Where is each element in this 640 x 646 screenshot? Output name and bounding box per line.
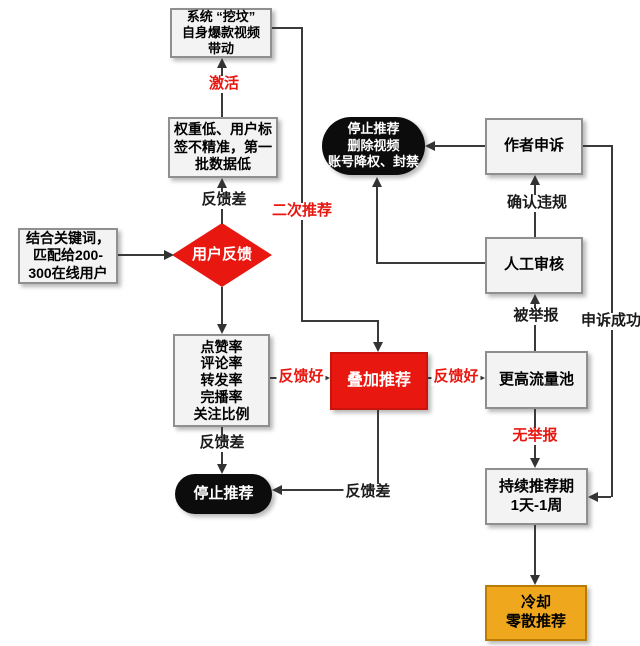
arrowhead: [272, 485, 282, 495]
edge-match-to-feedback: [118, 254, 166, 256]
node-line: 300在线用户: [28, 264, 108, 281]
node-line: 人工审核: [503, 256, 564, 274]
edge-appeal-to-sustain: [583, 145, 611, 147]
node-line: 零散推荐: [505, 613, 566, 630]
node-higher-pool: 更高流量池: [485, 351, 588, 409]
edge-label-no-report: 无举报: [510, 427, 560, 445]
node-manual-review: 人工审核: [485, 237, 583, 294]
arrowhead: [373, 342, 383, 352]
node-stack-recommend: 叠加推荐: [330, 352, 428, 410]
node-line: 删除视频: [347, 137, 400, 153]
edge-label-appeal-success: 申诉成功: [578, 312, 640, 330]
node-low-weight: 权重低、用户标 签不精准，第一 批数据低: [168, 117, 278, 178]
arrowhead: [217, 324, 227, 334]
arrowhead: [425, 141, 435, 151]
edge-system-to-stack: [301, 27, 303, 321]
node-line: 结合关键词，: [26, 229, 110, 246]
node-stop-small: 停止推荐: [175, 474, 272, 514]
node-line: 批数据低: [195, 156, 251, 173]
arrowhead: [530, 175, 540, 185]
node-sustain-period: 持续推荐期 1天-1周: [485, 468, 588, 525]
node-line: 评论率: [200, 355, 243, 372]
node-cooldown: 冷却 零散推荐: [485, 585, 587, 641]
node-line: 叠加推荐: [346, 372, 411, 389]
edge-stack-to-stop: [377, 410, 379, 490]
edge-system-to-stack: [272, 27, 302, 29]
edge-appeal-to-punish: [435, 145, 485, 147]
edge-label-activate: 激活: [206, 75, 242, 93]
node-line: 点赞率: [200, 338, 243, 355]
node-line: 更高流量池: [498, 370, 574, 388]
edge-lowweight-to-system: [221, 68, 223, 117]
edge-appeal-to-sustain: [598, 496, 611, 498]
arrowhead: [217, 464, 227, 474]
node-stop-punish: 停止推荐 删除视频 账号降权、封禁: [322, 117, 425, 175]
node-line: 转发率: [200, 372, 243, 389]
node-line: 作者申诉: [503, 137, 564, 155]
edge-pool-to-review: [534, 304, 536, 351]
edge-stack-to-stop: [282, 489, 378, 491]
node-line: 自身爆款视频: [181, 24, 260, 40]
edge-review-to-punish: [376, 187, 378, 262]
edge-label-feedback-bad: 反馈差: [343, 483, 393, 501]
edge-system-to-stack: [377, 320, 379, 343]
node-line: 完播率: [200, 388, 243, 405]
node-line: 停止推荐: [193, 484, 254, 502]
arrowhead: [217, 178, 227, 188]
node-user-feedback-decision: 用户反馈: [172, 223, 272, 287]
edge-label-feedback-bad: 反馈差: [199, 191, 249, 209]
node-line: 系统 “挖坟”: [186, 8, 256, 24]
edge-label-feedback-good: 反馈好: [431, 368, 481, 386]
node-line: 账号降权、封禁: [327, 154, 419, 170]
edge-label-feedback-bad: 反馈差: [197, 434, 247, 452]
edge-label-feedback-good: 反馈好: [276, 368, 326, 386]
node-line: 冷却: [520, 594, 551, 612]
arrowhead: [372, 177, 382, 187]
node-line: 关注比例: [193, 405, 250, 422]
arrowhead: [217, 58, 227, 68]
arrowhead: [588, 492, 598, 502]
edge-feedback-to-metrics: [221, 287, 223, 325]
edge-label-second-recommend: 二次推荐: [269, 202, 335, 220]
edge-review-to-punish: [376, 262, 485, 264]
node-system-dig: 系统 “挖坟” 自身爆款视频 带动: [170, 8, 272, 58]
edge-sustain-to-cooldown: [534, 525, 536, 576]
node-line: 停止推荐: [347, 120, 400, 136]
node-line: 匹配给200-: [32, 247, 104, 264]
arrowhead: [530, 575, 540, 585]
arrowhead: [530, 294, 540, 304]
edge-system-to-stack: [301, 320, 378, 322]
node-line: 1天-1周: [510, 496, 563, 514]
node-line: 带动: [207, 41, 234, 57]
arrowhead: [530, 458, 540, 468]
node-line: 用户反馈: [191, 245, 252, 263]
edge-label-confirm-violation: 确认违规: [504, 194, 570, 212]
node-match-users: 结合关键词， 匹配给200- 300在线用户: [18, 228, 118, 284]
node-author-appeal: 作者申诉: [485, 118, 583, 175]
edge-label-reported: 被举报: [511, 307, 561, 325]
node-metrics: 点赞率 评论率 转发率 完播率 关注比例: [173, 334, 270, 427]
node-line: 权重低、用户标: [174, 121, 272, 138]
node-line: 持续推荐期: [498, 477, 574, 495]
node-line: 签不精准，第一: [174, 138, 272, 155]
arrowhead: [164, 250, 174, 260]
